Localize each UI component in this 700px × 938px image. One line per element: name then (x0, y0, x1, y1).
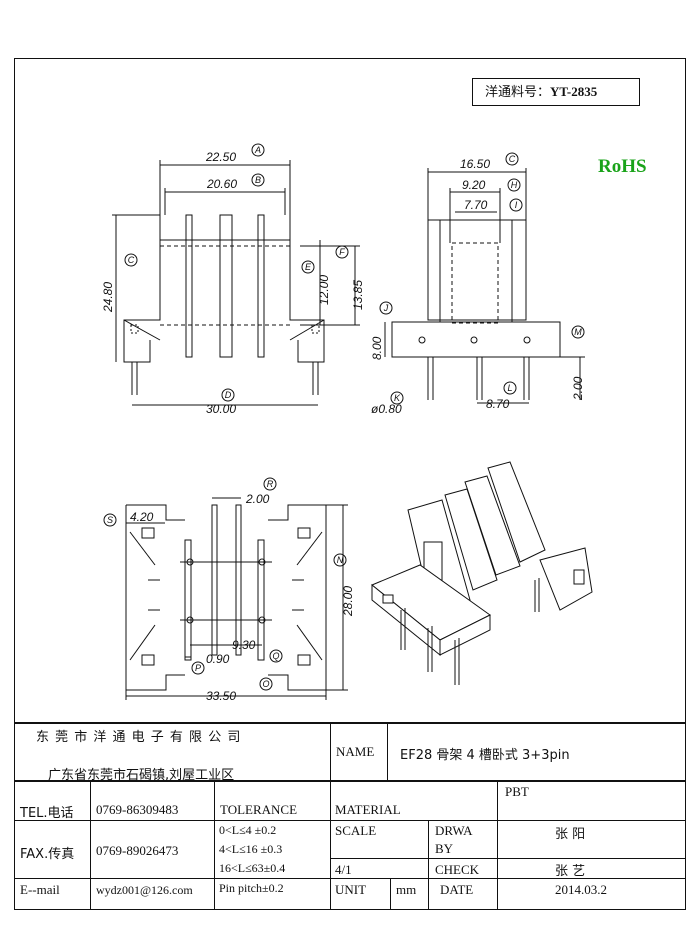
dim-l: 8.70 (486, 397, 510, 411)
company-name: 东 莞 市 洋 通 电 子 有 限 公 司 (36, 730, 242, 745)
dim-i: 7.70 (464, 198, 488, 212)
dim-e: 12.00 (317, 275, 331, 305)
callout-i: I (515, 200, 518, 210)
dim-h: 9.20 (462, 178, 486, 192)
callout-j: J (383, 303, 389, 313)
callout-f: F (339, 247, 345, 257)
dim-m: 2.00 (571, 376, 585, 401)
dim-d: 30.00 (206, 402, 236, 416)
unit-label: UNIT (335, 882, 367, 897)
dim-f: 13.85 (351, 280, 365, 310)
callout-k: K (394, 393, 401, 403)
dim-s: 4.20 (130, 510, 154, 524)
rohs-mark: RoHS (598, 156, 647, 177)
callout-p: P (195, 663, 201, 673)
dim-p: 0.90 (206, 652, 230, 666)
callout-s: S (107, 515, 113, 525)
tolerance-row-2: 4<L≤16 ±0.3 (219, 842, 283, 856)
date-label: DATE (440, 882, 474, 897)
unit-value: mm (396, 882, 417, 897)
tolerance-row-3: 16<L≤63±0.4 (219, 861, 286, 875)
dim-o: 33.50 (206, 689, 236, 703)
tolerance-label: TOLERANCE (220, 802, 298, 817)
name-label: NAME (336, 744, 375, 759)
fax-value: 0769-89026473 (96, 843, 179, 858)
callout-e: E (305, 262, 312, 272)
dim-c-left: 24.80 (101, 282, 115, 313)
front-view (112, 160, 360, 406)
check-label: CHECK (435, 862, 480, 877)
part-number-value: YT-2835 (550, 84, 598, 99)
dim-c-right: 16.50 (460, 157, 490, 171)
callout-m: M (574, 327, 582, 337)
callout-n: N (337, 555, 344, 565)
drawn-label-1: DRWA (435, 823, 473, 838)
dim-a: 22.50 (205, 150, 236, 164)
drawn-value: 张 阳 (555, 827, 586, 842)
tolerance-row-4: Pin pitch±0.2 (219, 881, 284, 895)
callout-d: D (225, 390, 232, 400)
callout-a: A (254, 145, 261, 155)
scale-label: SCALE (335, 823, 377, 838)
dim-n: 28.00 (341, 586, 355, 617)
dim-j: 8.00 (370, 336, 384, 360)
dim-r: 2.00 (245, 492, 270, 506)
check-value: 张 艺 (555, 864, 586, 879)
tel-value: 0769-86309483 (96, 802, 179, 817)
tel-label: TEL.电话 (20, 806, 74, 821)
fax-label: FAX.传真 (20, 847, 75, 862)
callout-h: H (511, 180, 518, 190)
callout-l: L (507, 383, 512, 393)
dim-k: ø0.80 (371, 402, 402, 416)
drawn-label-2: BY (435, 841, 454, 856)
callout-c-side: C (509, 154, 516, 164)
name-value: EF28 骨架 4 槽卧式 3+3pin (400, 748, 570, 763)
scale-value: 4/1 (335, 862, 352, 877)
company-address: 广东省东莞市石碣镇,刘屋工业区 (48, 768, 235, 783)
date-value: 2014.03.2 (555, 882, 607, 897)
bottom-view (125, 497, 348, 700)
callout-o: O (262, 679, 269, 689)
callout-r: R (267, 479, 274, 489)
email-value: wydz001@126.com (96, 883, 193, 897)
tolerance-row-1: 0<L≤4 ±0.2 (219, 823, 277, 837)
callout-q: Q (272, 651, 279, 661)
callout-c: C (128, 255, 135, 265)
part-number-box: 洋通料号：YT-2835 (472, 78, 640, 106)
callout-b: B (255, 175, 261, 185)
side-view (384, 168, 585, 404)
material-label: MATERIAL (335, 802, 401, 817)
email-label: E--mail (20, 882, 60, 897)
part-number-label: 洋通料号： (485, 84, 551, 99)
callout-circles (103, 143, 585, 691)
drawing-sheet (14, 58, 686, 910)
material-value: PBT (505, 784, 529, 799)
isometric-view (371, 461, 593, 685)
dim-b: 20.60 (206, 177, 237, 191)
dim-q: 9.30 (232, 638, 256, 652)
